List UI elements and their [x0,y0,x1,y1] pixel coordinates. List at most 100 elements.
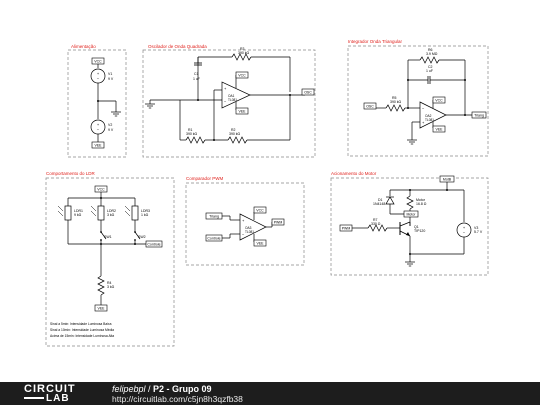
svg-text:VCC: VCC [238,74,246,78]
svg-text:VEE: VEE [256,242,264,246]
svg-text:VCC: VCC [97,188,105,192]
svg-text:−: − [97,76,100,81]
svg-text:9 V: 9 V [108,77,114,81]
svg-text:Controle: Controle [207,237,220,241]
svg-text:−: − [422,106,425,111]
svg-text:TL081: TL081 [228,98,237,102]
svg-text:OA2: OA2 [425,114,432,118]
svg-text:330 Ω: 330 Ω [371,222,381,226]
svg-text:V3: V3 [474,226,478,230]
svg-text:TIP120: TIP120 [414,229,425,233]
resistor-r3 [231,53,252,61]
svg-text:+: + [422,120,425,125]
title-separator: / [145,384,154,394]
svg-text:−: − [224,99,227,104]
svg-text:LDR3: LDR3 [141,209,150,213]
svg-text:C2: C2 [428,65,433,69]
svg-text:3.9 MΩ: 3.9 MΩ [426,52,438,56]
note-line: Acima de 15min: Intensidade Luminosa Alt… [50,334,114,338]
circuit-title: felipebpl / P2 - Grupo 09 [112,384,212,394]
svg-text:+: + [97,122,100,127]
svg-text:3 kΩ: 3 kΩ [107,213,115,217]
section-title: Alimentação [71,44,96,49]
resistor-r5 [385,104,406,112]
svg-text:OSC: OSC [304,91,312,95]
svg-text:VCC: VCC [435,99,443,103]
svg-text:Triang: Triang [474,114,484,118]
svg-text:R7: R7 [373,218,378,222]
svg-text:+: + [224,86,227,91]
circuitlab-logo[interactable]: CIRCUIT LAB [24,383,88,404]
svg-text:V1: V1 [108,72,112,76]
switch-sw2 [134,231,141,240]
resistor-r1 [185,136,206,144]
svg-text:OA1: OA1 [228,94,235,98]
svg-text:R4: R4 [107,281,112,285]
author-link[interactable]: felipebpl [112,384,146,394]
svg-text:+: + [242,218,245,223]
ldr-ldr2 [97,205,105,221]
net-label-triang [471,111,487,119]
section-ldr: Comportamento do LDR VCC LDR1 9 kΩ LDR2 … [45,171,175,347]
logo-text-bottom: LAB [46,393,70,404]
svg-text:3 kΩ: 3 kΩ [107,285,115,289]
resistor-r7 [367,224,388,232]
svg-text:390 kΩ: 390 kΩ [390,100,402,104]
svg-text:+: + [97,71,100,76]
svg-text:LDR2: LDR2 [107,209,116,213]
svg-text:OA3: OA3 [245,226,252,230]
svg-text:Controle: Controle [147,243,160,247]
section-title: Comportamento do LDR [46,171,96,176]
opamp-oa1 [221,81,251,109]
svg-text:1 uF: 1 uF [426,69,433,73]
svg-text:1N4148: 1N4148 [373,202,385,206]
net-label-osc [301,88,315,96]
svg-text:5.7 V: 5.7 V [474,230,483,234]
svg-text:R6: R6 [428,48,433,52]
svg-text:R2: R2 [231,128,236,132]
svg-text:9 V: 9 V [108,128,114,132]
svg-text:−: − [242,232,245,237]
svg-text:R3: R3 [240,47,245,51]
section-alimentacao: Alimentação VCC + − V1 9 V + − V2 9 V VE… [67,44,127,158]
ldr-ldr3 [131,205,139,221]
svg-text:V2: V2 [108,123,112,127]
svg-text:D1: D1 [378,198,383,202]
svg-text:Triang: Triang [209,215,219,219]
section-title: Acionamento do Motor [331,171,377,176]
svg-text:390 kΩ: 390 kΩ [238,51,250,55]
svg-text:390 kΩ: 390 kΩ [229,132,241,136]
svg-text:TL081: TL081 [245,230,254,234]
svg-text:VCC: VCC [94,60,102,64]
circuit-url[interactable]: http://circuitlab.com/c5jn8h3qzfb38 [112,394,243,404]
svg-text:+: + [463,225,466,230]
net-label-controle [145,240,163,248]
logo-text-top: CIRCUIT [24,383,76,395]
svg-text:VCC: VCC [256,209,264,213]
svg-text:1 kΩ: 1 kΩ [141,213,149,217]
net-label-osc [363,102,377,110]
svg-text:VEE: VEE [94,144,102,148]
svg-text:MotB: MotB [443,178,452,182]
svg-text:PWM: PWM [274,221,283,225]
opamp-oa3 [239,213,267,241]
note-line: Sinal a 5min: Intensidade Luminosa Baixa [50,322,112,326]
footer-bar: CIRCUIT LAB felipebpl / P2 - Grupo 09 ht… [0,382,540,405]
svg-text:OSC: OSC [366,105,374,109]
svg-text:9 kΩ: 9 kΩ [74,213,82,217]
svg-text:Motor: Motor [407,213,417,217]
svg-text:R5: R5 [392,96,397,100]
resistor-r4 [97,275,105,296]
net-label-vee [91,141,105,149]
svg-text:1 uF: 1 uF [193,77,200,81]
svg-text:TL081: TL081 [425,118,434,122]
net-label-pwm [271,218,285,226]
section-title: Integrador Onda Triangular [348,39,403,44]
ldr-ldr1 [64,205,72,221]
svg-text:390 kΩ: 390 kΩ [186,132,198,136]
svg-text:VEE: VEE [435,128,443,132]
switch-sw1 [100,231,107,240]
svg-text:−: − [97,127,100,132]
diode-d1 [385,196,395,205]
schematic-canvas: Alimentação VCC + − V1 9 V + − V2 9 V VE… [45,39,489,347]
